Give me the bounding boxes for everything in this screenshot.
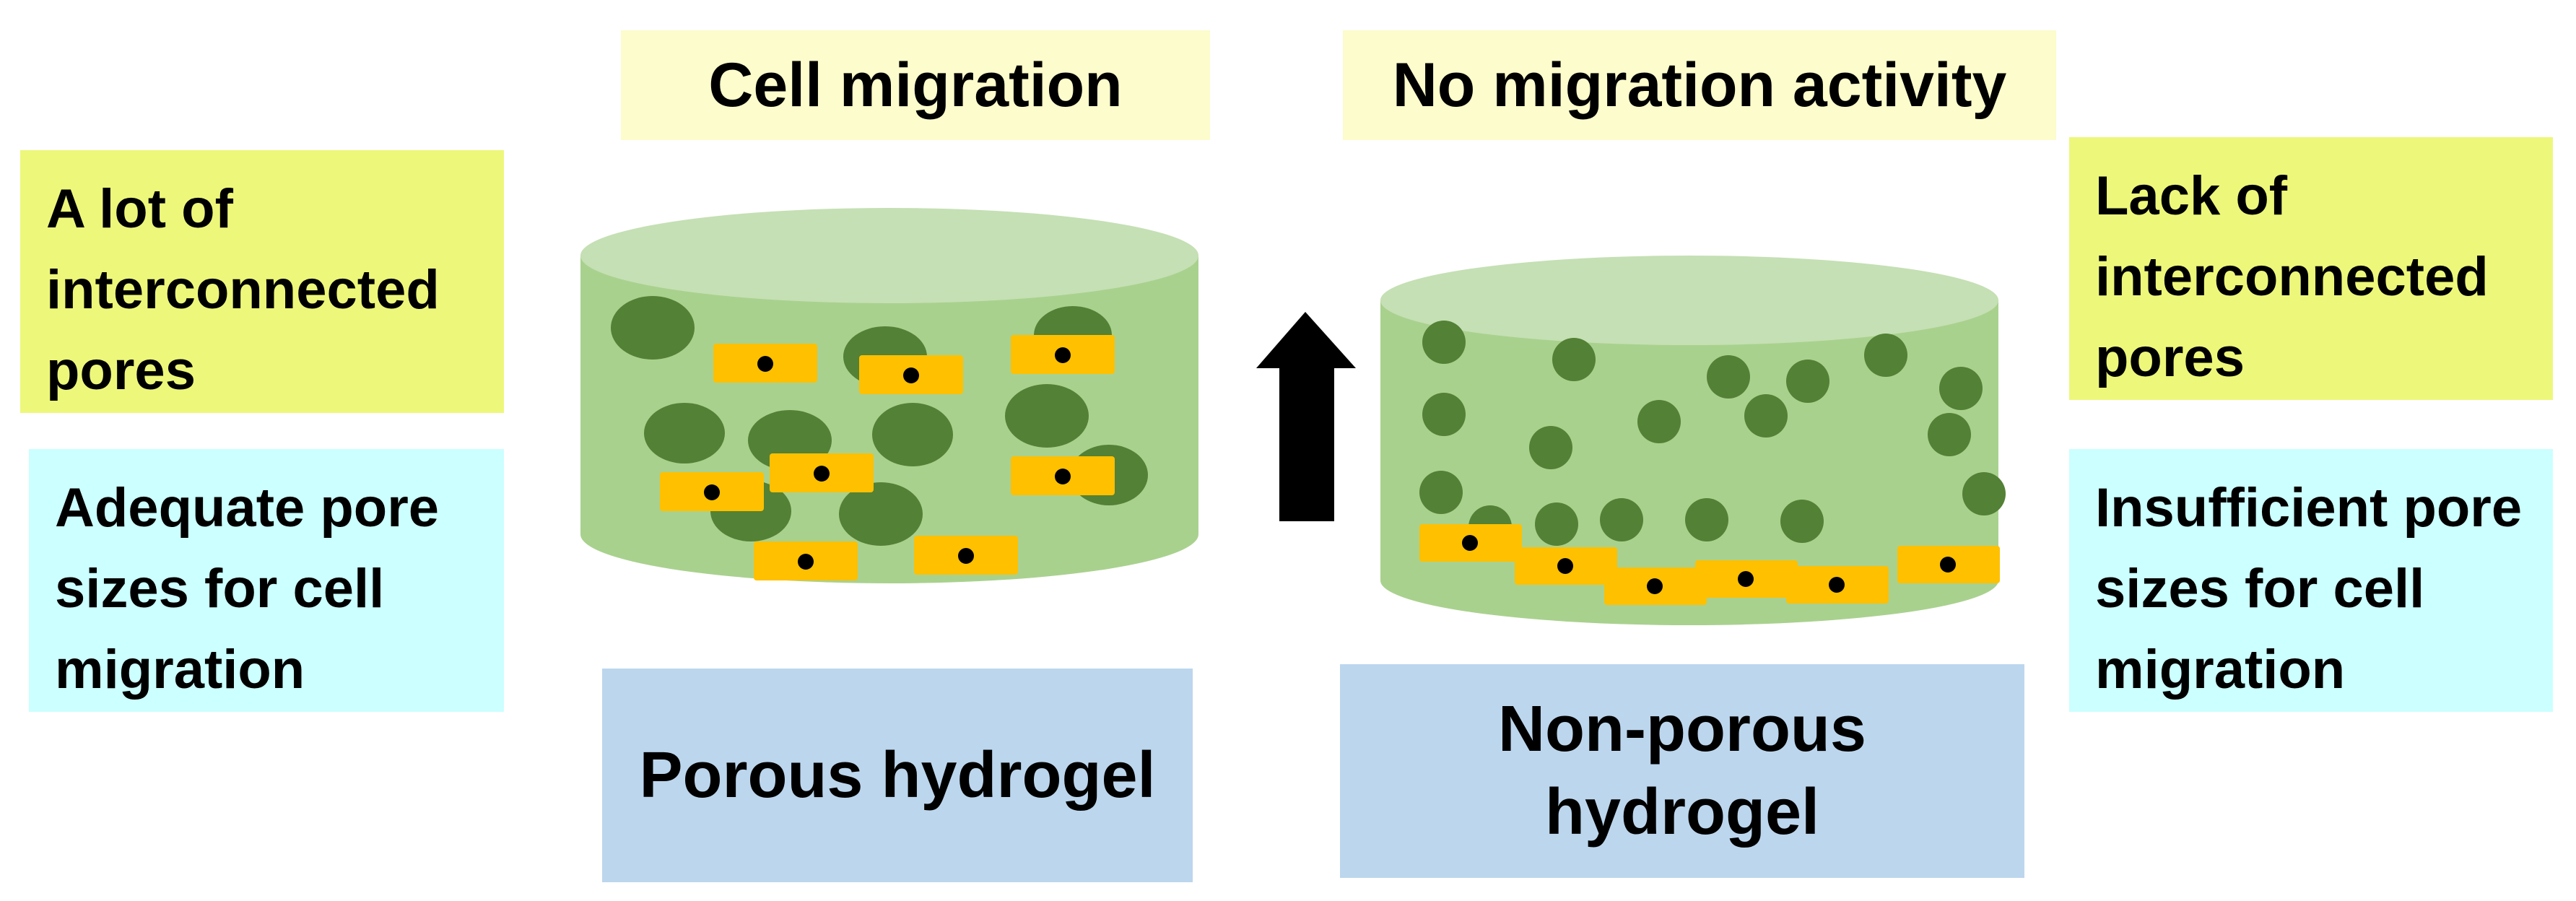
pore (1939, 367, 1983, 410)
pore (1419, 471, 1463, 514)
non-porous-hydrogel-label: Non-porous hydrogel (1340, 664, 2024, 878)
pore (1962, 472, 2006, 515)
pore (1535, 502, 1578, 546)
cell-nucleus (1738, 571, 1754, 587)
pore (611, 296, 695, 360)
cell-migration-title-text: Cell migration (708, 50, 1123, 120)
pore (1864, 334, 1907, 377)
cell-nucleus (1940, 557, 1956, 573)
non-porous-hydrogel-label-text: Non-porous hydrogel (1498, 693, 1866, 848)
cell-nucleus (1462, 535, 1478, 551)
pore (1780, 500, 1824, 543)
cell-nucleus (1055, 469, 1071, 484)
pore (1786, 360, 1829, 403)
cell-nucleus (1829, 577, 1845, 593)
cell-nucleus (814, 466, 830, 482)
insufficient-pore-size-note: Insufficient pore sizes for cell migrati… (2069, 449, 2553, 712)
porous-hydrogel-top (580, 208, 1198, 303)
cell-migration-title: Cell migration (621, 30, 1210, 140)
lack-of-pores-note: Lack of interconnected pores (2069, 137, 2553, 400)
porous-hydrogel-label: Porous hydrogel (602, 669, 1193, 882)
cell-nucleus (958, 548, 974, 564)
cell-nucleus (1557, 558, 1573, 574)
cell-nucleus (757, 356, 773, 372)
pore (1685, 498, 1728, 541)
porous-hydrogel-cylinder (580, 208, 1198, 583)
up-arrow-icon (1256, 312, 1356, 521)
pore (1552, 338, 1596, 381)
pore (1600, 498, 1643, 541)
porous-hydrogel-label-text: Porous hydrogel (639, 739, 1156, 811)
non-porous-hydrogel-top (1380, 256, 1998, 345)
interconnected-pores-note: A lot of interconnected pores (20, 150, 504, 413)
pore (1928, 413, 1971, 456)
cell-nucleus (1647, 578, 1663, 594)
cell-nucleus (1055, 347, 1071, 363)
pore (1744, 394, 1788, 438)
pore (1422, 321, 1466, 364)
pore (1529, 426, 1572, 469)
pore (1637, 400, 1681, 443)
cell-nucleus (903, 367, 919, 383)
cell-nucleus (798, 554, 814, 570)
non-porous-hydrogel-body (1380, 300, 1998, 625)
pore (839, 482, 923, 546)
cell-nucleus (704, 484, 720, 500)
pore (1005, 384, 1089, 448)
adequate-pore-size-note: Adequate pore sizes for cell migration (29, 449, 504, 712)
pore (1422, 393, 1466, 436)
non-porous-hydrogel-cylinder (1380, 256, 2006, 625)
pore (644, 403, 725, 463)
pore (872, 403, 953, 466)
pore (1707, 355, 1750, 399)
no-migration-title-text: No migration activity (1392, 50, 2007, 120)
no-migration-title: No migration activity (1343, 30, 2056, 140)
